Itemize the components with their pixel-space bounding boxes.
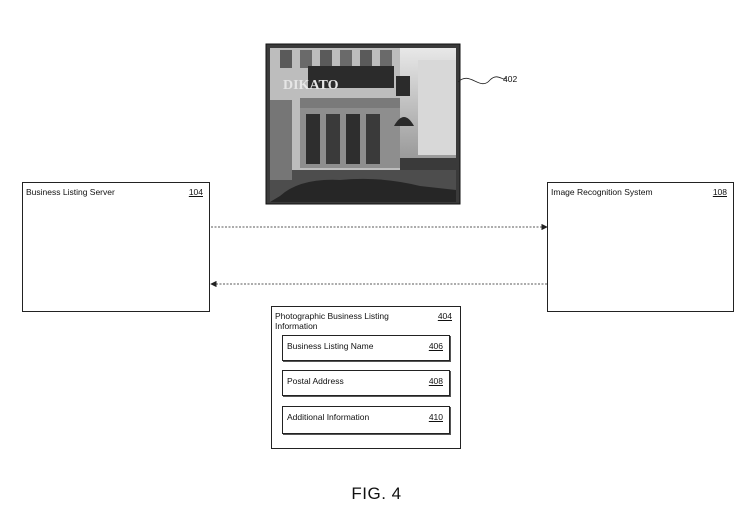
info-label-line2: Information <box>275 321 318 331</box>
recognition-ref: 108 <box>712 187 727 197</box>
recognition-label: Image Recognition System <box>551 187 653 197</box>
field-ref: 408 <box>428 376 443 386</box>
info-ref: 404 <box>437 311 452 321</box>
field-ref: 406 <box>428 341 443 351</box>
photo-leader-line <box>457 76 507 85</box>
field-label: Business Listing Name <box>287 341 374 351</box>
server-ref: 104 <box>188 187 203 197</box>
info-label-line1: Photographic Business Listing <box>275 311 389 321</box>
photo-ref: 402 <box>503 74 518 84</box>
field-additional-information: Additional Information 410 <box>282 406 450 434</box>
storefront-sign-text: DIKATO <box>283 78 339 93</box>
field-label: Postal Address <box>287 376 344 386</box>
storefront-photo <box>265 43 461 205</box>
field-label: Additional Information <box>287 412 370 422</box>
photographic-listing-info-box: Photographic Business Listing Informatio… <box>271 306 461 449</box>
field-postal-address: Postal Address 408 <box>282 370 450 396</box>
server-label: Business Listing Server <box>26 187 115 197</box>
figure-caption: FIG. 4 <box>351 484 402 503</box>
business-listing-server-box: Business Listing Server 104 <box>22 182 210 312</box>
field-ref: 410 <box>428 412 443 422</box>
image-recognition-system-box: Image Recognition System 108 <box>547 182 734 312</box>
field-business-listing-name: Business Listing Name 406 <box>282 335 450 361</box>
